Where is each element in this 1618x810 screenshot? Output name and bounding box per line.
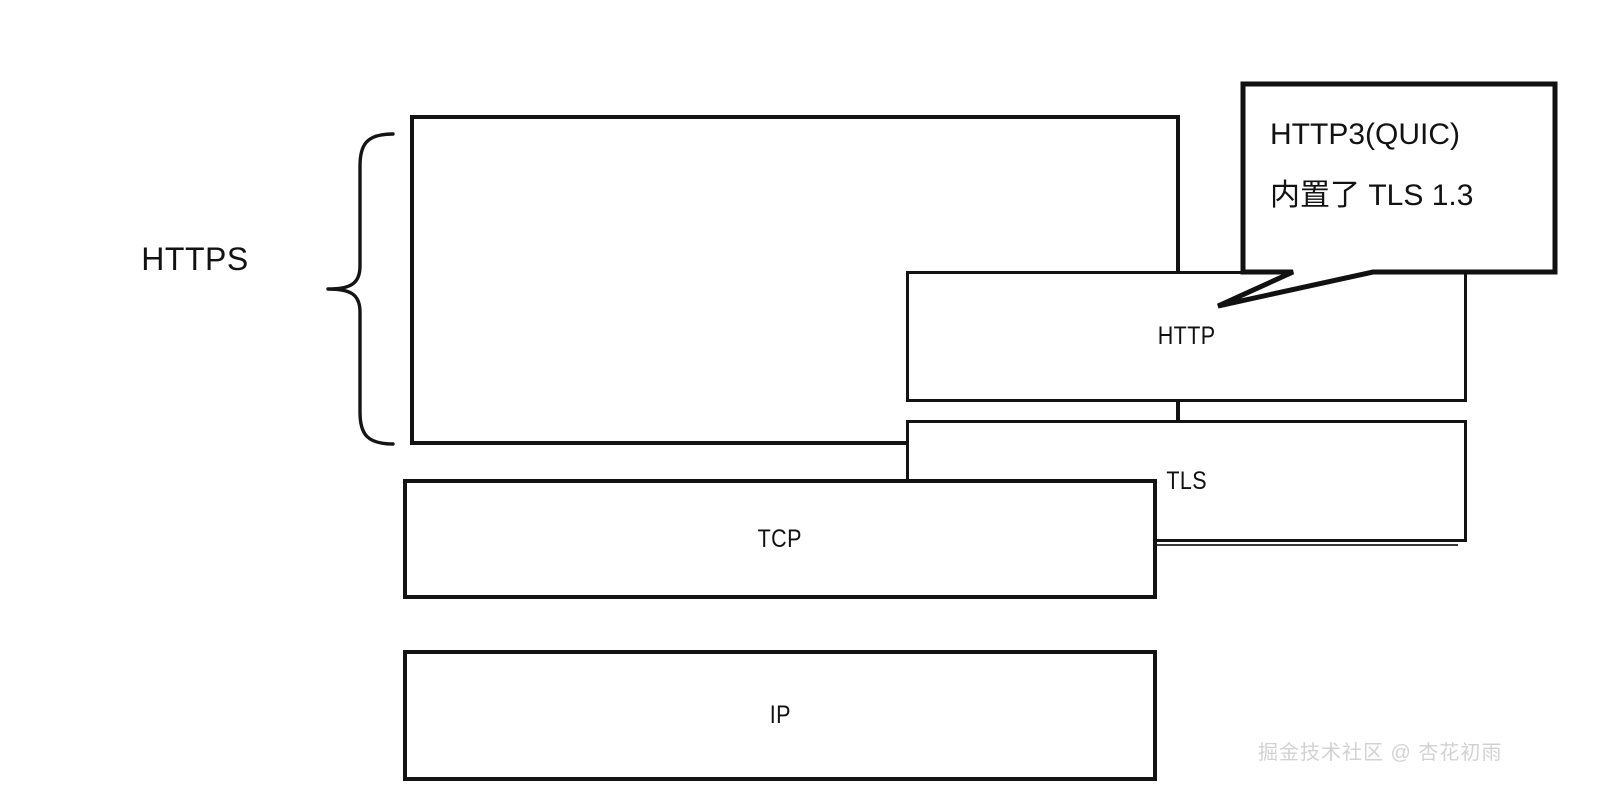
- callout-text-block: HTTP3(QUIC) 内置了 TLS 1.3: [1270, 120, 1555, 211]
- watermark-text: 掘金技术社区 @ 杏花初雨: [1258, 742, 1503, 764]
- https-group-label: HTTPS: [141, 241, 249, 277]
- https-container-box: HTTP TLS: [410, 115, 1467, 546]
- layer-box-http: HTTP: [906, 271, 1467, 402]
- layer-label-ip: IP: [769, 701, 791, 729]
- callout-bubble: HTTP3(QUIC) 内置了 TLS 1.3: [1210, 78, 1570, 316]
- layer-label-tcp: TCP: [757, 524, 803, 553]
- layer-box-ip: IP: [403, 650, 1157, 781]
- layer-label-http: HTTP: [1157, 322, 1216, 350]
- https-curly-brace-icon: [320, 126, 400, 452]
- callout-line-1: HTTP3(QUIC): [1270, 118, 1460, 151]
- callout-line-2: 内置了 TLS 1.3: [1270, 179, 1474, 212]
- layer-box-tcp: TCP: [403, 479, 1157, 599]
- layer-label-tls: TLS: [1166, 466, 1207, 495]
